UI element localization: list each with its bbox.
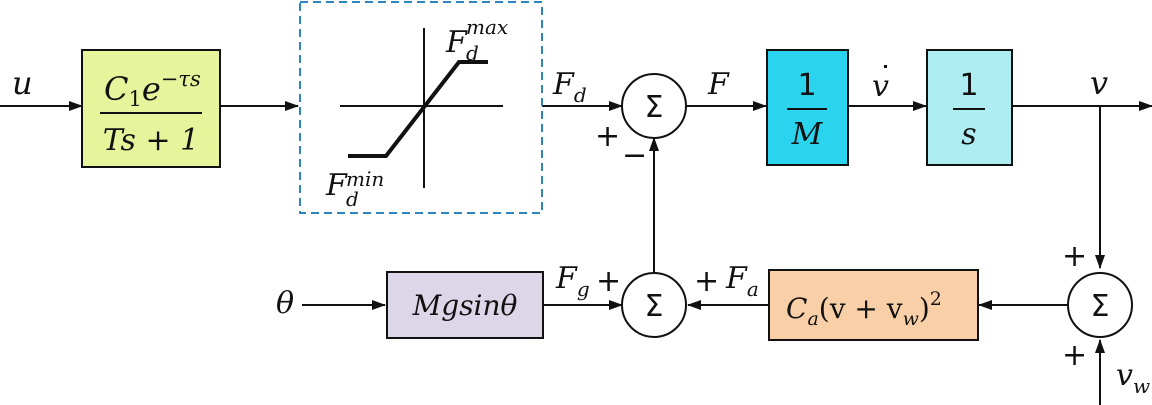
svg-text:vw: vw bbox=[1116, 358, 1150, 398]
svg-text:Fd: Fd bbox=[552, 67, 587, 107]
main-sum-minus: − bbox=[622, 138, 647, 173]
aero-square: 2 bbox=[930, 288, 942, 310]
wind-bottom-plus: + bbox=[1062, 338, 1087, 373]
vw-label-base: v bbox=[1116, 358, 1133, 393]
fa-label-sub: a bbox=[747, 277, 759, 301]
fg-label-base: F bbox=[555, 261, 578, 296]
fd-min-base: F bbox=[325, 168, 348, 203]
integrator-numerator: 1 bbox=[959, 68, 978, 103]
aero-c-sub: a bbox=[807, 308, 818, 330]
gravity-expression: Mgsinθ bbox=[412, 289, 518, 322]
fd-max-base: F bbox=[445, 25, 468, 60]
delay-num-c: C bbox=[104, 70, 128, 108]
delay-transfer-block bbox=[81, 49, 221, 168]
wind-top-plus: + bbox=[1062, 239, 1087, 274]
resistance-sum-junction bbox=[621, 272, 687, 338]
aero-c: C bbox=[786, 292, 807, 325]
svg-text:F min d: F min d bbox=[325, 159, 394, 211]
main-sum-junction bbox=[621, 73, 687, 139]
aero-drag-block bbox=[768, 269, 979, 341]
main-sum-symbol: Σ bbox=[645, 90, 664, 125]
output-v-label: v bbox=[1090, 64, 1108, 102]
wind-sum-junction bbox=[1067, 272, 1133, 338]
fd-max-sup: max bbox=[466, 15, 508, 39]
wind-sum-symbol: Σ bbox=[1091, 289, 1110, 324]
mass-numerator: 1 bbox=[797, 68, 816, 103]
aero-w-sub: w bbox=[903, 308, 919, 330]
aero-sum-plus: + bbox=[694, 264, 719, 299]
fa-label-base: F bbox=[725, 261, 748, 296]
aero-close: ) bbox=[919, 292, 930, 325]
delay-num-e: e bbox=[142, 70, 161, 108]
mass-denominator: M bbox=[791, 117, 824, 152]
integrator-block bbox=[926, 49, 1013, 166]
svg-text:Fg: Fg bbox=[555, 261, 590, 301]
vdot-accent: ˙ bbox=[878, 61, 893, 96]
svg-text:F max d: F max d bbox=[445, 7, 518, 65]
svg-text:C1e−τs: C1e−τs bbox=[104, 67, 201, 111]
fd-min-sub: d bbox=[346, 187, 359, 211]
saturation-curve bbox=[348, 60, 488, 158]
gravity-block bbox=[386, 271, 544, 339]
mass-block bbox=[766, 49, 849, 166]
delay-num-exp: −τs bbox=[161, 67, 201, 91]
svg-text:Fa: Fa bbox=[725, 261, 759, 301]
input-u-label: u bbox=[12, 64, 33, 102]
vw-label-sub: w bbox=[1133, 374, 1150, 398]
saturation-block bbox=[299, 1, 543, 214]
force-f-label: F bbox=[707, 67, 730, 102]
fg-label-sub: g bbox=[577, 277, 590, 301]
fd-label-base: F bbox=[552, 67, 575, 102]
fd-max-sub: d bbox=[466, 41, 479, 65]
fd-min-sup: min bbox=[346, 167, 384, 191]
aero-open: (v + v bbox=[819, 292, 903, 325]
gravity-sum-plus: + bbox=[596, 264, 621, 299]
integrator-denominator: s bbox=[961, 117, 976, 152]
input-theta-label: θ bbox=[276, 286, 294, 321]
vdot-base: v bbox=[872, 69, 889, 104]
delay-num-sub: 1 bbox=[128, 87, 141, 111]
delay-denominator: Ts + 1 bbox=[103, 123, 200, 158]
svg-text:Ca(v + vw)2: Ca(v + vw)2 bbox=[786, 288, 942, 330]
resistance-sum-symbol: Σ bbox=[645, 289, 664, 324]
main-sum-plus: + bbox=[595, 119, 620, 154]
fd-label-sub: d bbox=[574, 83, 587, 107]
vdot-label: v bbox=[872, 69, 889, 104]
